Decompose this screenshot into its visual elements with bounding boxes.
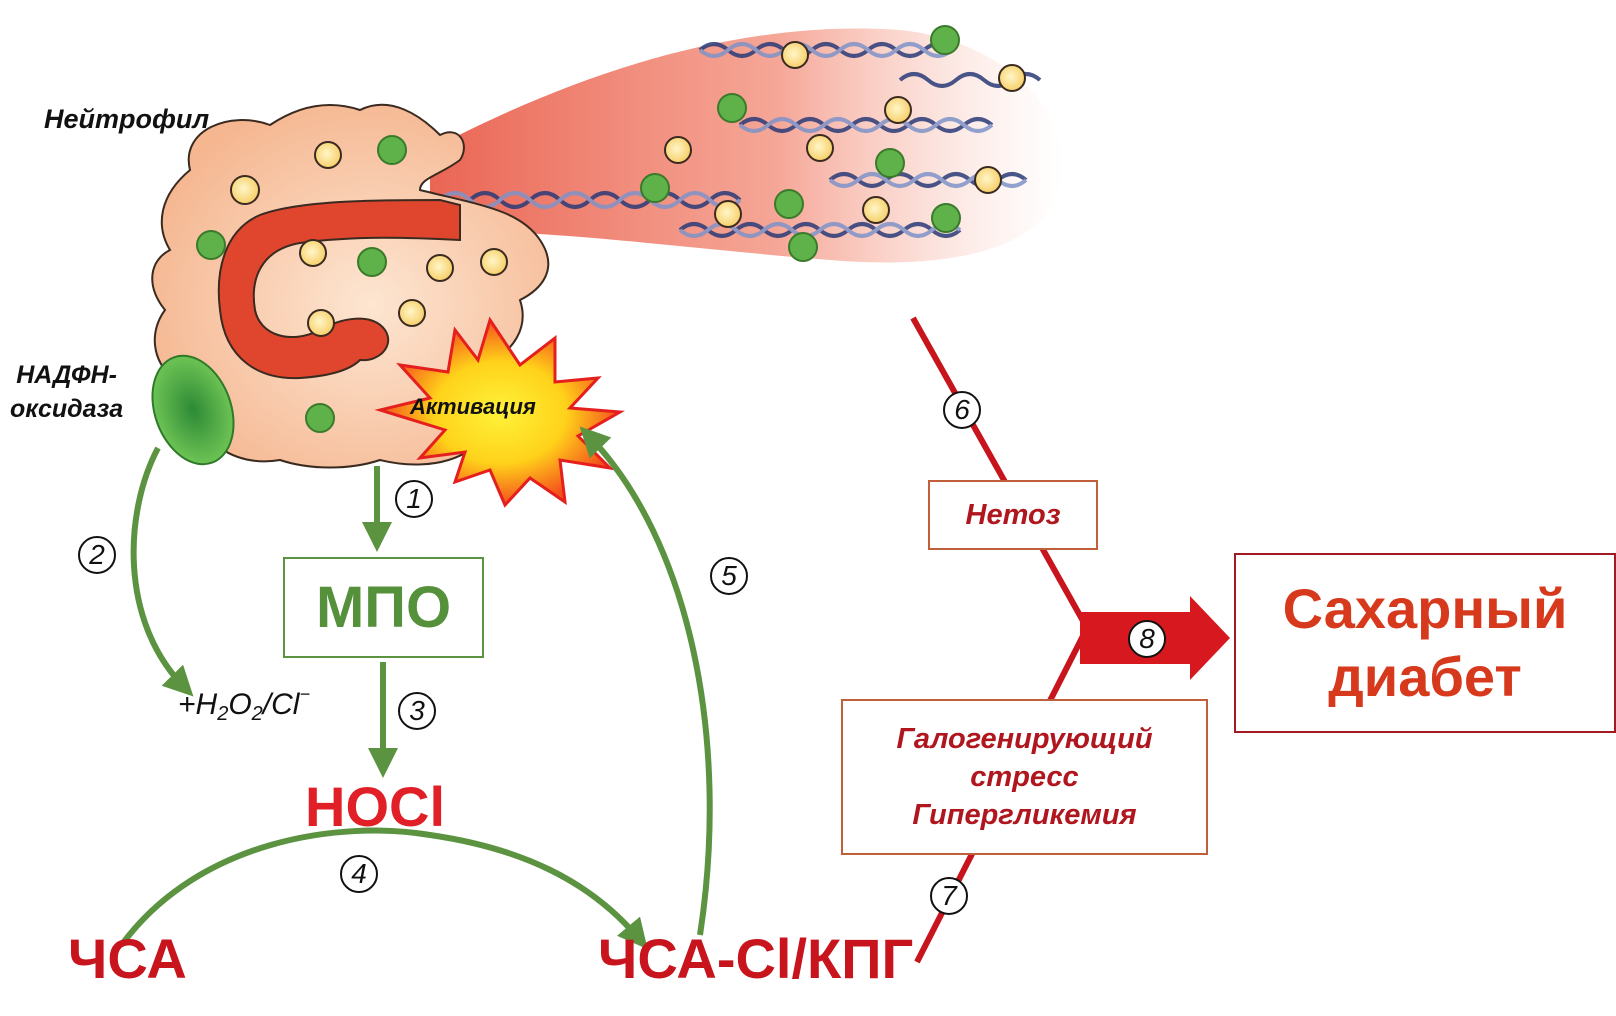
h2o2-sub1: 2 <box>217 703 229 725</box>
stress-line2: стресс <box>970 761 1079 793</box>
neutrophil-nucleus <box>217 198 461 380</box>
diabetes-line2: диабет <box>1328 645 1522 708</box>
cell-granules <box>196 135 508 433</box>
nadph-oxidase-line1: НАДФН- <box>16 361 117 389</box>
step-1-badge: 1 <box>395 480 433 518</box>
hsa-cl-label: ЧСА-Cl/КПГ <box>598 927 914 990</box>
hsa-label: ЧСА <box>68 927 187 990</box>
h2o2-cl-label: +H2O2/Cl− <box>178 684 310 726</box>
step-6-badge: 6 <box>943 391 981 429</box>
mpo-box: МПО <box>283 557 484 658</box>
arrow-5 <box>579 426 713 936</box>
green-arrows <box>120 426 713 950</box>
stress-line3: Гипергликемия <box>912 799 1137 831</box>
step-3-badge: 3 <box>398 692 436 730</box>
hocl-label: HOCl <box>305 775 445 838</box>
diabetes-line1: Сахарный <box>1282 577 1568 640</box>
h2o2-cl: /Cl <box>262 688 300 721</box>
h2o2-sup: − <box>299 684 310 704</box>
step-8-badge: 8 <box>1128 620 1166 658</box>
h2o2-prefix: +H <box>178 688 218 721</box>
activation-burst <box>374 316 625 508</box>
neutrophil-label: Нейтрофил <box>44 104 210 134</box>
nadph-oxidase-label: НАДФН- оксидаза <box>10 358 123 426</box>
diabetes-box: Сахарный диабет <box>1234 553 1616 733</box>
step-4-badge: 4 <box>340 855 378 893</box>
red-pathways <box>910 316 1090 964</box>
h2o2-mid: O <box>228 688 252 721</box>
stress-label: Галогенирующий стресс Гипергликемия <box>896 720 1152 834</box>
activation-label: Активация <box>410 394 536 419</box>
mpo-label: МПО <box>315 575 452 640</box>
nadph-oxidase-shape <box>151 354 235 466</box>
step-5-badge: 5 <box>710 557 748 595</box>
netosis-label: Нетоз <box>965 499 1061 531</box>
arrow-2 <box>130 446 194 697</box>
step-7-badge: 7 <box>930 877 968 915</box>
nadph-oxidase-line2: оксидаза <box>10 395 124 423</box>
h2o2-sub2: 2 <box>251 703 263 725</box>
stress-box: Галогенирующий стресс Гипергликемия <box>841 699 1208 855</box>
netosis-box: Нетоз <box>928 480 1098 550</box>
stress-line1: Галогенирующий <box>896 723 1153 755</box>
path-netosis <box>910 316 1090 630</box>
arrow-4 <box>120 827 648 950</box>
net-granules <box>640 25 1026 262</box>
step-2-badge: 2 <box>78 536 116 574</box>
